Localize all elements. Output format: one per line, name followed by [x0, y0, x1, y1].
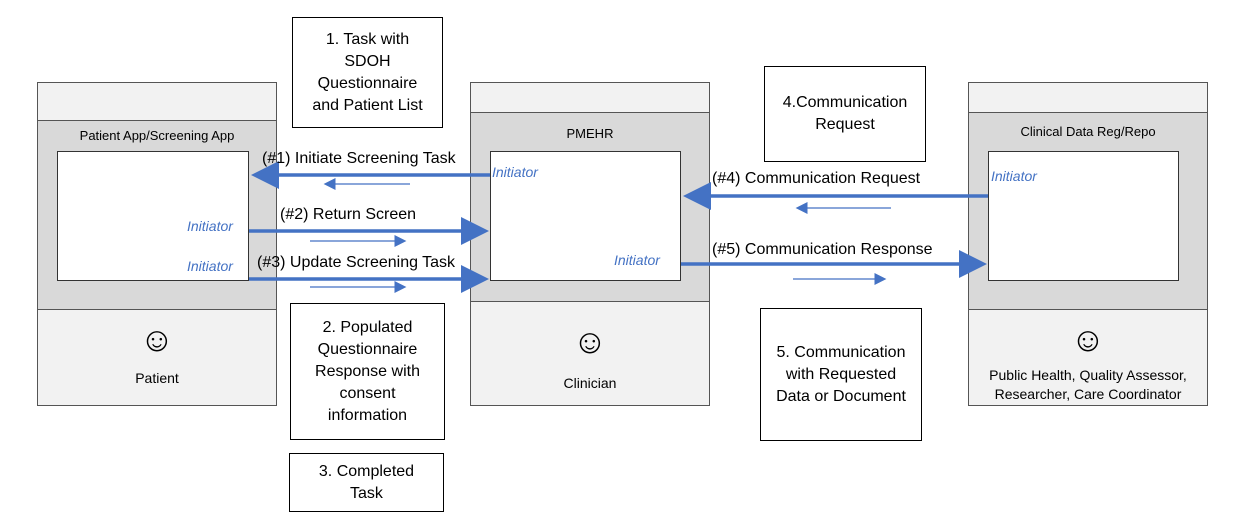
flow-2-label: (#2) Return Screen: [280, 206, 417, 223]
registry-role-label: Public Health, Quality Assessor, Researc…: [989, 367, 1187, 402]
initiator-label-flow-5: Initiator: [614, 252, 660, 268]
note-1: 1. Task with SDOH Questionnaire and Pati…: [292, 17, 443, 128]
note-5: 5. Communication with Requested Data or …: [760, 308, 922, 441]
flow-5-label: (#5) Communication Response: [712, 241, 933, 258]
initiator-label-flow-3: Initiator: [187, 258, 233, 274]
flow-1-label: (#1) Initiate Screening Task: [262, 150, 456, 167]
patient-role-label: Patient: [135, 370, 179, 386]
smiley-face-icon: ☺: [139, 321, 175, 359]
patient-app-inner-box: [57, 151, 249, 281]
note-2: 2. Populated Questionnaire Response with…: [290, 303, 445, 440]
patient-app-title: Patient App/Screening App: [79, 128, 235, 143]
initiator-label-flow-4: Initiator: [991, 168, 1037, 184]
pmehr-title: PMEHR: [566, 126, 614, 141]
flow-4-label: (#4) Communication Request: [712, 170, 921, 187]
initiator-label-flow-2: Initiator: [187, 218, 233, 234]
note-4: 4.Communication Request: [764, 66, 926, 162]
smiley-face-icon: ☺: [1070, 321, 1106, 359]
registry-inner-box: [988, 151, 1179, 281]
initiator-label-flow-1: Initiator: [492, 164, 538, 180]
pmehr-role-label: Clinician: [563, 375, 617, 391]
pmehr-inner-box: [490, 151, 681, 281]
note-3: 3. Completed Task: [289, 453, 444, 512]
smiley-face-icon: ☺: [572, 323, 608, 361]
registry-title: Clinical Data Reg/Repo: [1020, 124, 1156, 139]
flow-3-label: (#3) Update Screening Task: [257, 254, 456, 271]
